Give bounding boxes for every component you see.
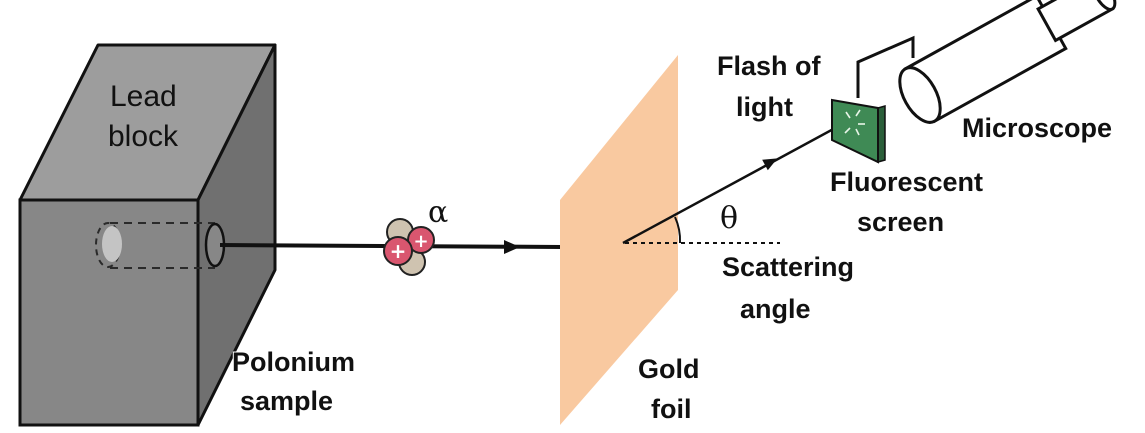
angle-arc [674, 216, 682, 244]
microscope-eyepiece [1036, 0, 1115, 43]
scattered-path [622, 118, 851, 245]
label-scattering-angle: Scattering angle [722, 252, 862, 324]
plus-sign: + [413, 231, 428, 252]
beam-arrowhead [504, 240, 520, 254]
scattered-arrowhead [762, 158, 778, 171]
gold-foil [560, 55, 678, 425]
objective-lens [898, 66, 942, 124]
screen-edge [877, 105, 886, 163]
label-theta: θ [720, 201, 738, 236]
eyepiece-end [1090, 0, 1117, 11]
mount-wire [856, 35, 915, 98]
label-microscope: Microscope [962, 113, 1112, 143]
label-alpha: α [428, 195, 448, 230]
label-flash-of-light: Flash of light [717, 51, 828, 122]
lead-block [18, 43, 277, 427]
label-polonium-sample: Polonium sample [232, 347, 363, 416]
label-fluorescent-screen: Fluorescent screen [830, 167, 991, 237]
polonium-sample-dot [102, 226, 122, 262]
label-gold-foil: Gold foil [638, 354, 707, 424]
label-lead-block: Lead block [108, 80, 185, 153]
microscope-icon [856, 0, 1117, 124]
proton [383, 236, 413, 266]
screen-face [831, 98, 879, 164]
plus-sign: + [390, 239, 407, 263]
fluorescent-screen [831, 98, 886, 164]
flash-sparks [844, 109, 865, 136]
alpha-particle-icon: + + [383, 218, 435, 276]
